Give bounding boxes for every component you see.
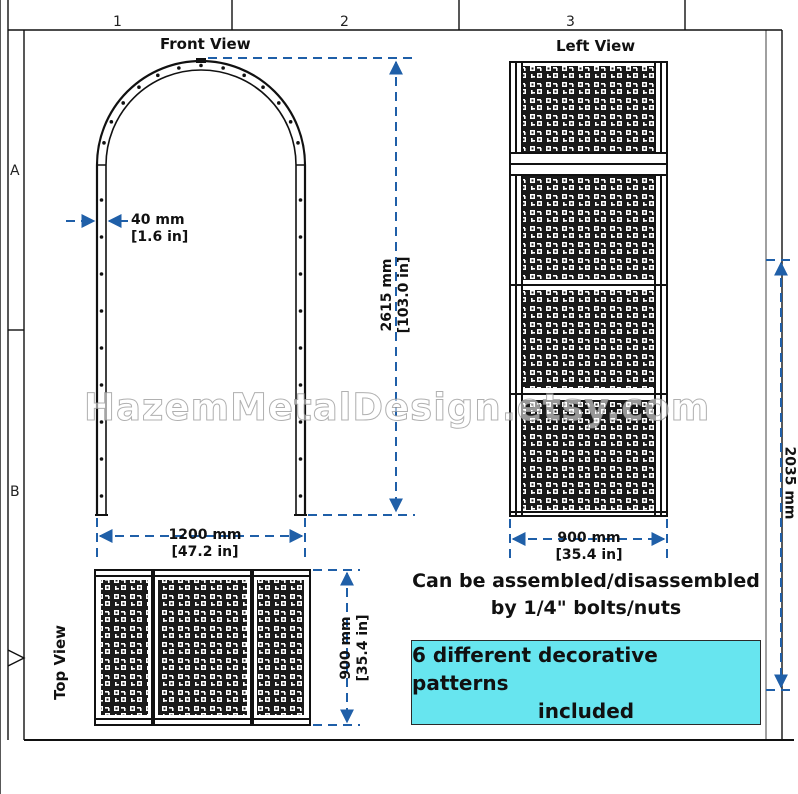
zone-column-2: 2 <box>340 14 349 30</box>
bolt-dot <box>296 141 300 145</box>
bolt-dot <box>288 120 293 124</box>
bolt-dot <box>199 63 203 68</box>
top-view-title: Top View <box>51 624 69 700</box>
assembly-note-line-2: by 1/4" bolts/nuts <box>490 597 682 619</box>
bolt-dot <box>242 73 246 78</box>
top-view-depth-metric: 900 mm <box>338 616 354 680</box>
watermark: HazemMetalDesign.etsy.com <box>83 386 711 430</box>
bolt-dot <box>298 309 303 313</box>
left-view-frame <box>509 61 668 517</box>
width-dimension: 1200 mm [47.2 in] <box>160 527 250 561</box>
width-metric: 1200 mm <box>168 527 242 543</box>
bolt-dot <box>156 73 160 78</box>
bolt-dot <box>298 346 303 350</box>
bolt-dot <box>99 346 104 350</box>
bolt-dot <box>298 383 303 387</box>
bolt-dot <box>221 66 225 70</box>
bolt-dot <box>99 198 104 202</box>
tube-width-dimension: 40 mm [1.6 in] <box>131 212 188 246</box>
bolt-dot <box>102 141 106 145</box>
zone-column-1: 1 <box>113 14 122 30</box>
bolt-dot <box>99 383 104 387</box>
left-view-depth-imperial: [35.4 in] <box>555 547 623 563</box>
bolt-dot <box>99 309 104 313</box>
width-imperial: [47.2 in] <box>171 544 239 560</box>
bolt-dot <box>298 198 303 202</box>
patterns-callout: 6 different decorative patterns included <box>411 640 761 725</box>
top-view-panel <box>94 569 311 726</box>
patterns-callout-line-1: 6 different decorative patterns <box>412 642 658 695</box>
bolt-dot <box>121 101 126 105</box>
height-imperial: [103.0 in] <box>396 256 412 334</box>
left-view-depth-metric: 900 mm <box>557 530 621 546</box>
front-view-bolts <box>99 63 303 498</box>
left-view-depth-dimension: 900 mm [35.4 in] <box>547 530 631 564</box>
top-view-depth-dimension: 900 mm [35.4 in] <box>338 608 372 688</box>
bolt-dot <box>99 420 104 424</box>
zone-column-3: 3 <box>566 14 575 30</box>
bolt-dot <box>261 85 265 90</box>
top-view-depth-imperial: [35.4 in] <box>355 614 371 682</box>
assembly-note-line-1: Can be assembled/disassembled <box>412 570 760 592</box>
bolt-dot <box>177 66 181 70</box>
patterns-callout-line-2: included <box>537 698 635 723</box>
bolt-dot <box>298 420 303 424</box>
bolt-dot <box>298 235 303 239</box>
bolt-dot <box>99 494 104 498</box>
front-view-arch <box>95 58 307 516</box>
bolt-dot <box>276 101 281 105</box>
dimension-lines <box>66 57 794 726</box>
height-dimension: 2615 mm [103.0 in] <box>379 250 413 340</box>
left-view-title: Left View <box>556 37 636 55</box>
tube-width-imperial: [1.6 in] <box>131 229 189 245</box>
bolt-dot <box>109 120 114 124</box>
bolt-dot <box>99 272 104 276</box>
clipped-dimension: 2035 mm <box>781 446 798 520</box>
bolt-dot <box>99 457 104 461</box>
bolt-dot <box>298 272 303 276</box>
assembly-note: Can be assembled/disassembled by 1/4" bo… <box>410 568 762 622</box>
bolt-dot <box>99 235 104 239</box>
bolt-dot <box>137 85 141 90</box>
bolt-dot <box>298 494 303 498</box>
height-metric: 2615 mm <box>379 258 395 332</box>
zone-row-a: A <box>10 163 20 179</box>
tube-width-metric: 40 mm <box>131 212 185 228</box>
bolt-dot <box>298 457 303 461</box>
front-view-title: Front View <box>160 35 251 53</box>
zone-row-b: B <box>10 484 20 500</box>
